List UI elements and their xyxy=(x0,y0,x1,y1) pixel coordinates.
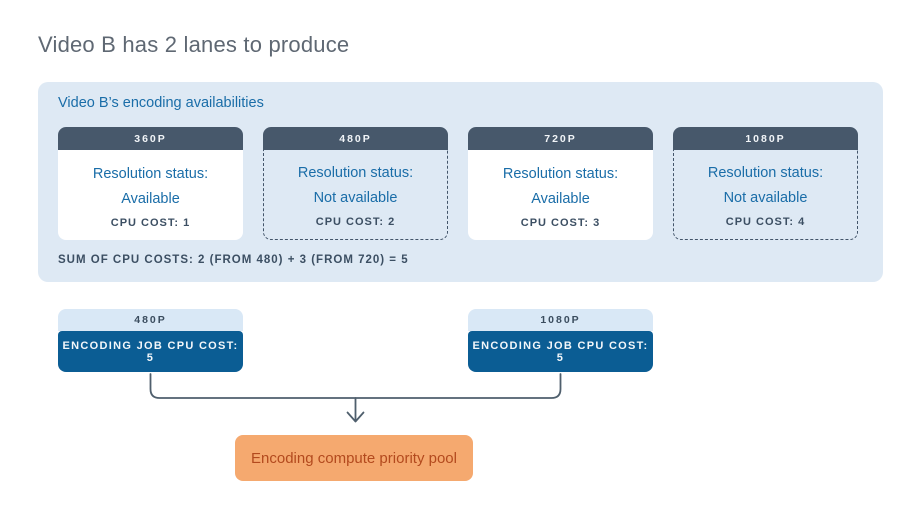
resolution-card-body: Resolution status: Available CPU COST: 3 xyxy=(468,150,653,240)
lane-card-header: 1080P xyxy=(468,309,653,331)
down-arrow-icon xyxy=(346,397,365,423)
resolution-cards-row: 360P Resolution status: Available CPU CO… xyxy=(58,127,858,240)
cpu-cost-label: CPU COST: 3 xyxy=(520,216,601,229)
merge-bracket xyxy=(149,373,562,399)
availability-panel-label: Video B’s encoding availabilities xyxy=(58,95,264,111)
lane-job-label: ENCODING JOB CPU COST: 5 xyxy=(58,331,243,372)
status-label: Resolution status: xyxy=(92,165,209,182)
resolution-card-body: Resolution status: Not available CPU COS… xyxy=(263,150,448,240)
lane-card-1080p: 1080P ENCODING JOB CPU COST: 5 xyxy=(468,309,653,372)
lane-card-header: 480P xyxy=(58,309,243,331)
lane-job-label: ENCODING JOB CPU COST: 5 xyxy=(468,331,653,372)
status-value: Available xyxy=(121,190,180,207)
resolution-card-header: 480P xyxy=(263,127,448,150)
priority-pool-box: Encoding compute priority pool xyxy=(235,435,473,481)
resolution-card-body: Resolution status: Not available CPU COS… xyxy=(673,150,858,240)
status-value: Not available xyxy=(723,190,808,206)
resolution-card-body: Resolution status: Available CPU COST: 1 xyxy=(58,150,243,240)
cpu-cost-label: CPU COST: 4 xyxy=(725,216,806,228)
status-label: Resolution status: xyxy=(707,165,824,181)
resolution-card-1080p: 1080P Resolution status: Not available C… xyxy=(673,127,858,240)
resolution-card-header: 720P xyxy=(468,127,653,150)
status-label: Resolution status: xyxy=(502,165,619,182)
priority-pool-label: Encoding compute priority pool xyxy=(251,449,457,467)
lane-card-480p: 480P ENCODING JOB CPU COST: 5 xyxy=(58,309,243,372)
cpu-cost-sum-line: SUM OF CPU COSTS: 2 (FROM 480) + 3 (FROM… xyxy=(58,254,409,266)
resolution-card-480p: 480P Resolution status: Not available CP… xyxy=(263,127,448,240)
resolution-card-header: 1080P xyxy=(673,127,858,150)
status-label: Resolution status: xyxy=(297,165,414,181)
availability-panel: Video B’s encoding availabilities 360P R… xyxy=(38,82,883,282)
status-value: Available xyxy=(531,190,590,207)
resolution-card-360p: 360P Resolution status: Available CPU CO… xyxy=(58,127,243,240)
resolution-card-header: 360P xyxy=(58,127,243,150)
cpu-cost-label: CPU COST: 1 xyxy=(110,216,191,229)
resolution-card-720p: 720P Resolution status: Available CPU CO… xyxy=(468,127,653,240)
status-value: Not available xyxy=(313,190,398,206)
page-title: Video B has 2 lanes to produce xyxy=(38,32,350,57)
cpu-cost-label: CPU COST: 2 xyxy=(315,216,396,228)
